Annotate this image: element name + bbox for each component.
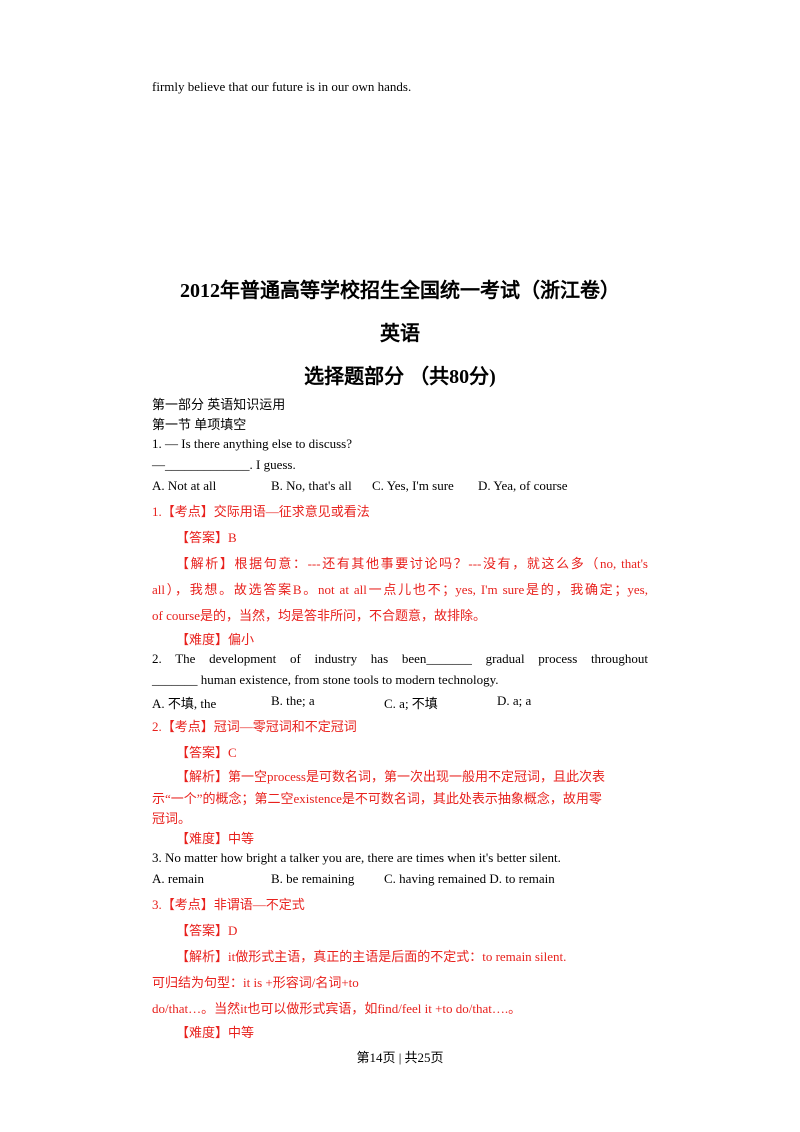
q3-option-a: A. remain — [152, 871, 204, 886]
q2-option-a: A. 不填, the — [152, 696, 217, 711]
subject-title: 英语 — [380, 323, 420, 345]
q2-analysis-2: 示“一个”的概念；第二空existence是不可数名词，其此处表示抽象概念，故用… — [152, 791, 602, 806]
q3-kaodian: 3.【考点】非谓语—不定式 — [152, 897, 305, 912]
q2-difficulty: 【难度】中等 — [176, 831, 255, 846]
q1-stem-2: —_____________. I guess. — [152, 457, 296, 472]
q1-option-a: A. Not at all — [152, 478, 217, 493]
q3-option-b: B. be remaining — [271, 871, 355, 886]
q1-option-b: B. No, that's all — [271, 478, 352, 493]
q2-option-b: B. the; a — [271, 693, 315, 708]
q3-stem: 3. No matter how bright a talker you are… — [152, 850, 561, 865]
q2-option-c: C. a; 不填 — [384, 696, 438, 711]
q3-analysis-1: 【解析】it做形式主语，真正的主语是后面的不定式：to remain silen… — [176, 949, 567, 964]
q2-kaodian: 2.【考点】冠词—零冠词和不定冠词 — [152, 719, 357, 734]
q1-stem: 1. — Is there anything else to discuss? — [152, 436, 353, 451]
q1-option-c: C. Yes, I'm sure — [372, 478, 454, 493]
q3-option-cd: C. having remained D. to remain — [384, 871, 555, 886]
exam-title: 2012年普通高等学校招生全国统一考试（浙江卷） — [180, 280, 620, 302]
q2-answer: 【答案】C — [176, 745, 237, 760]
part-heading: 第一部分 英语知识运用 — [152, 397, 286, 412]
q1-kaodian: 1.【考点】交际用语—征求意见或看法 — [152, 504, 370, 519]
q3-difficulty: 【难度】中等 — [176, 1025, 255, 1040]
q1-answer: 【答案】B — [176, 530, 237, 545]
q1-difficulty: 【难度】偏小 — [176, 632, 255, 647]
section-title: 选择题部分 （共80分) — [304, 366, 496, 388]
q3-analysis-2: 可归结为句型：it is +形容词/名词+to — [152, 975, 359, 990]
q2-option-d: D. a; a — [497, 693, 532, 708]
top-line: firmly believe that our future is in our… — [152, 79, 412, 94]
q3-answer: 【答案】D — [176, 923, 238, 938]
q1-analysis-1: 【解析】根据句意：---还有其他事要讨论吗？---没有，就这么多（no, tha… — [176, 556, 648, 571]
q1-analysis-3: of course是的，当然，均是答非所问，不合题意，故排除。 — [152, 608, 487, 623]
page-footer: 第14页 | 共25页 — [356, 1050, 444, 1065]
q3-analysis-3: do/that…。当然it也可以做形式宾语，如find/feel it +to … — [152, 1001, 522, 1016]
q1-option-d: D. Yea, of course — [478, 478, 568, 493]
q2-stem: 2. The development of industry has been_… — [152, 651, 648, 666]
q2-analysis-3: 冠词。 — [152, 811, 192, 826]
q2-stem-2: _______ human existence, from stone tool… — [152, 672, 499, 687]
q1-analysis-2: all），我想。故选答案B。not at all一点儿也不；yes, I'm s… — [152, 582, 648, 597]
q2-analysis-1: 【解析】第一空process是可数名词，第一次出现一般用不定冠词，且此次表 — [176, 769, 605, 784]
section-heading: 第一节 单项填空 — [152, 417, 247, 432]
